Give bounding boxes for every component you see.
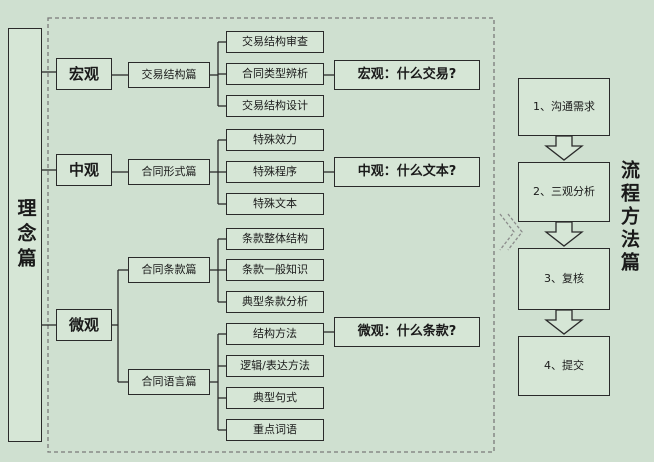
step-4: 4、提交 [518,336,610,396]
dashed-chevron-arrow [499,213,523,251]
item-macro-2: 合同类型辨析 [226,63,324,85]
dashed-frame [47,17,495,453]
arrow-down-3 [544,309,584,335]
right-title: 流程方法篇 [618,160,640,275]
item-language-2: 逻辑/表达方法 [226,355,324,377]
step-2: 2、三观分析 [518,162,610,222]
group-contract-clause: 合同条款篇 [128,257,210,283]
item-meso-1: 特殊效力 [226,129,324,151]
item-meso-3: 特殊文本 [226,193,324,215]
level-meso: 中观 [56,154,112,186]
item-clause-2: 条款一般知识 [226,259,324,281]
item-language-4: 重点词语 [226,419,324,441]
level-macro: 宏观 [56,58,112,90]
question-micro: 微观：什么条款? [334,317,480,347]
item-clause-1: 条款整体结构 [226,228,324,250]
item-clause-3: 典型条款分析 [226,291,324,313]
step-1: 1、沟通需求 [518,78,610,136]
arrow-down-1 [544,135,584,161]
left-title: 理念篇 [8,28,42,442]
question-meso: 中观：什么文本? [334,157,480,187]
group-transaction-structure: 交易结构篇 [128,62,210,88]
item-macro-1: 交易结构审查 [226,31,324,53]
item-macro-3: 交易结构设计 [226,95,324,117]
question-macro: 宏观：什么交易? [334,60,480,90]
group-contract-language: 合同语言篇 [128,369,210,395]
item-meso-2: 特殊程序 [226,161,324,183]
group-contract-form: 合同形式篇 [128,159,210,185]
arrow-down-2 [544,221,584,247]
item-language-3: 典型句式 [226,387,324,409]
item-language-1: 结构方法 [226,323,324,345]
step-3: 3、复核 [518,248,610,310]
level-micro: 微观 [56,309,112,341]
